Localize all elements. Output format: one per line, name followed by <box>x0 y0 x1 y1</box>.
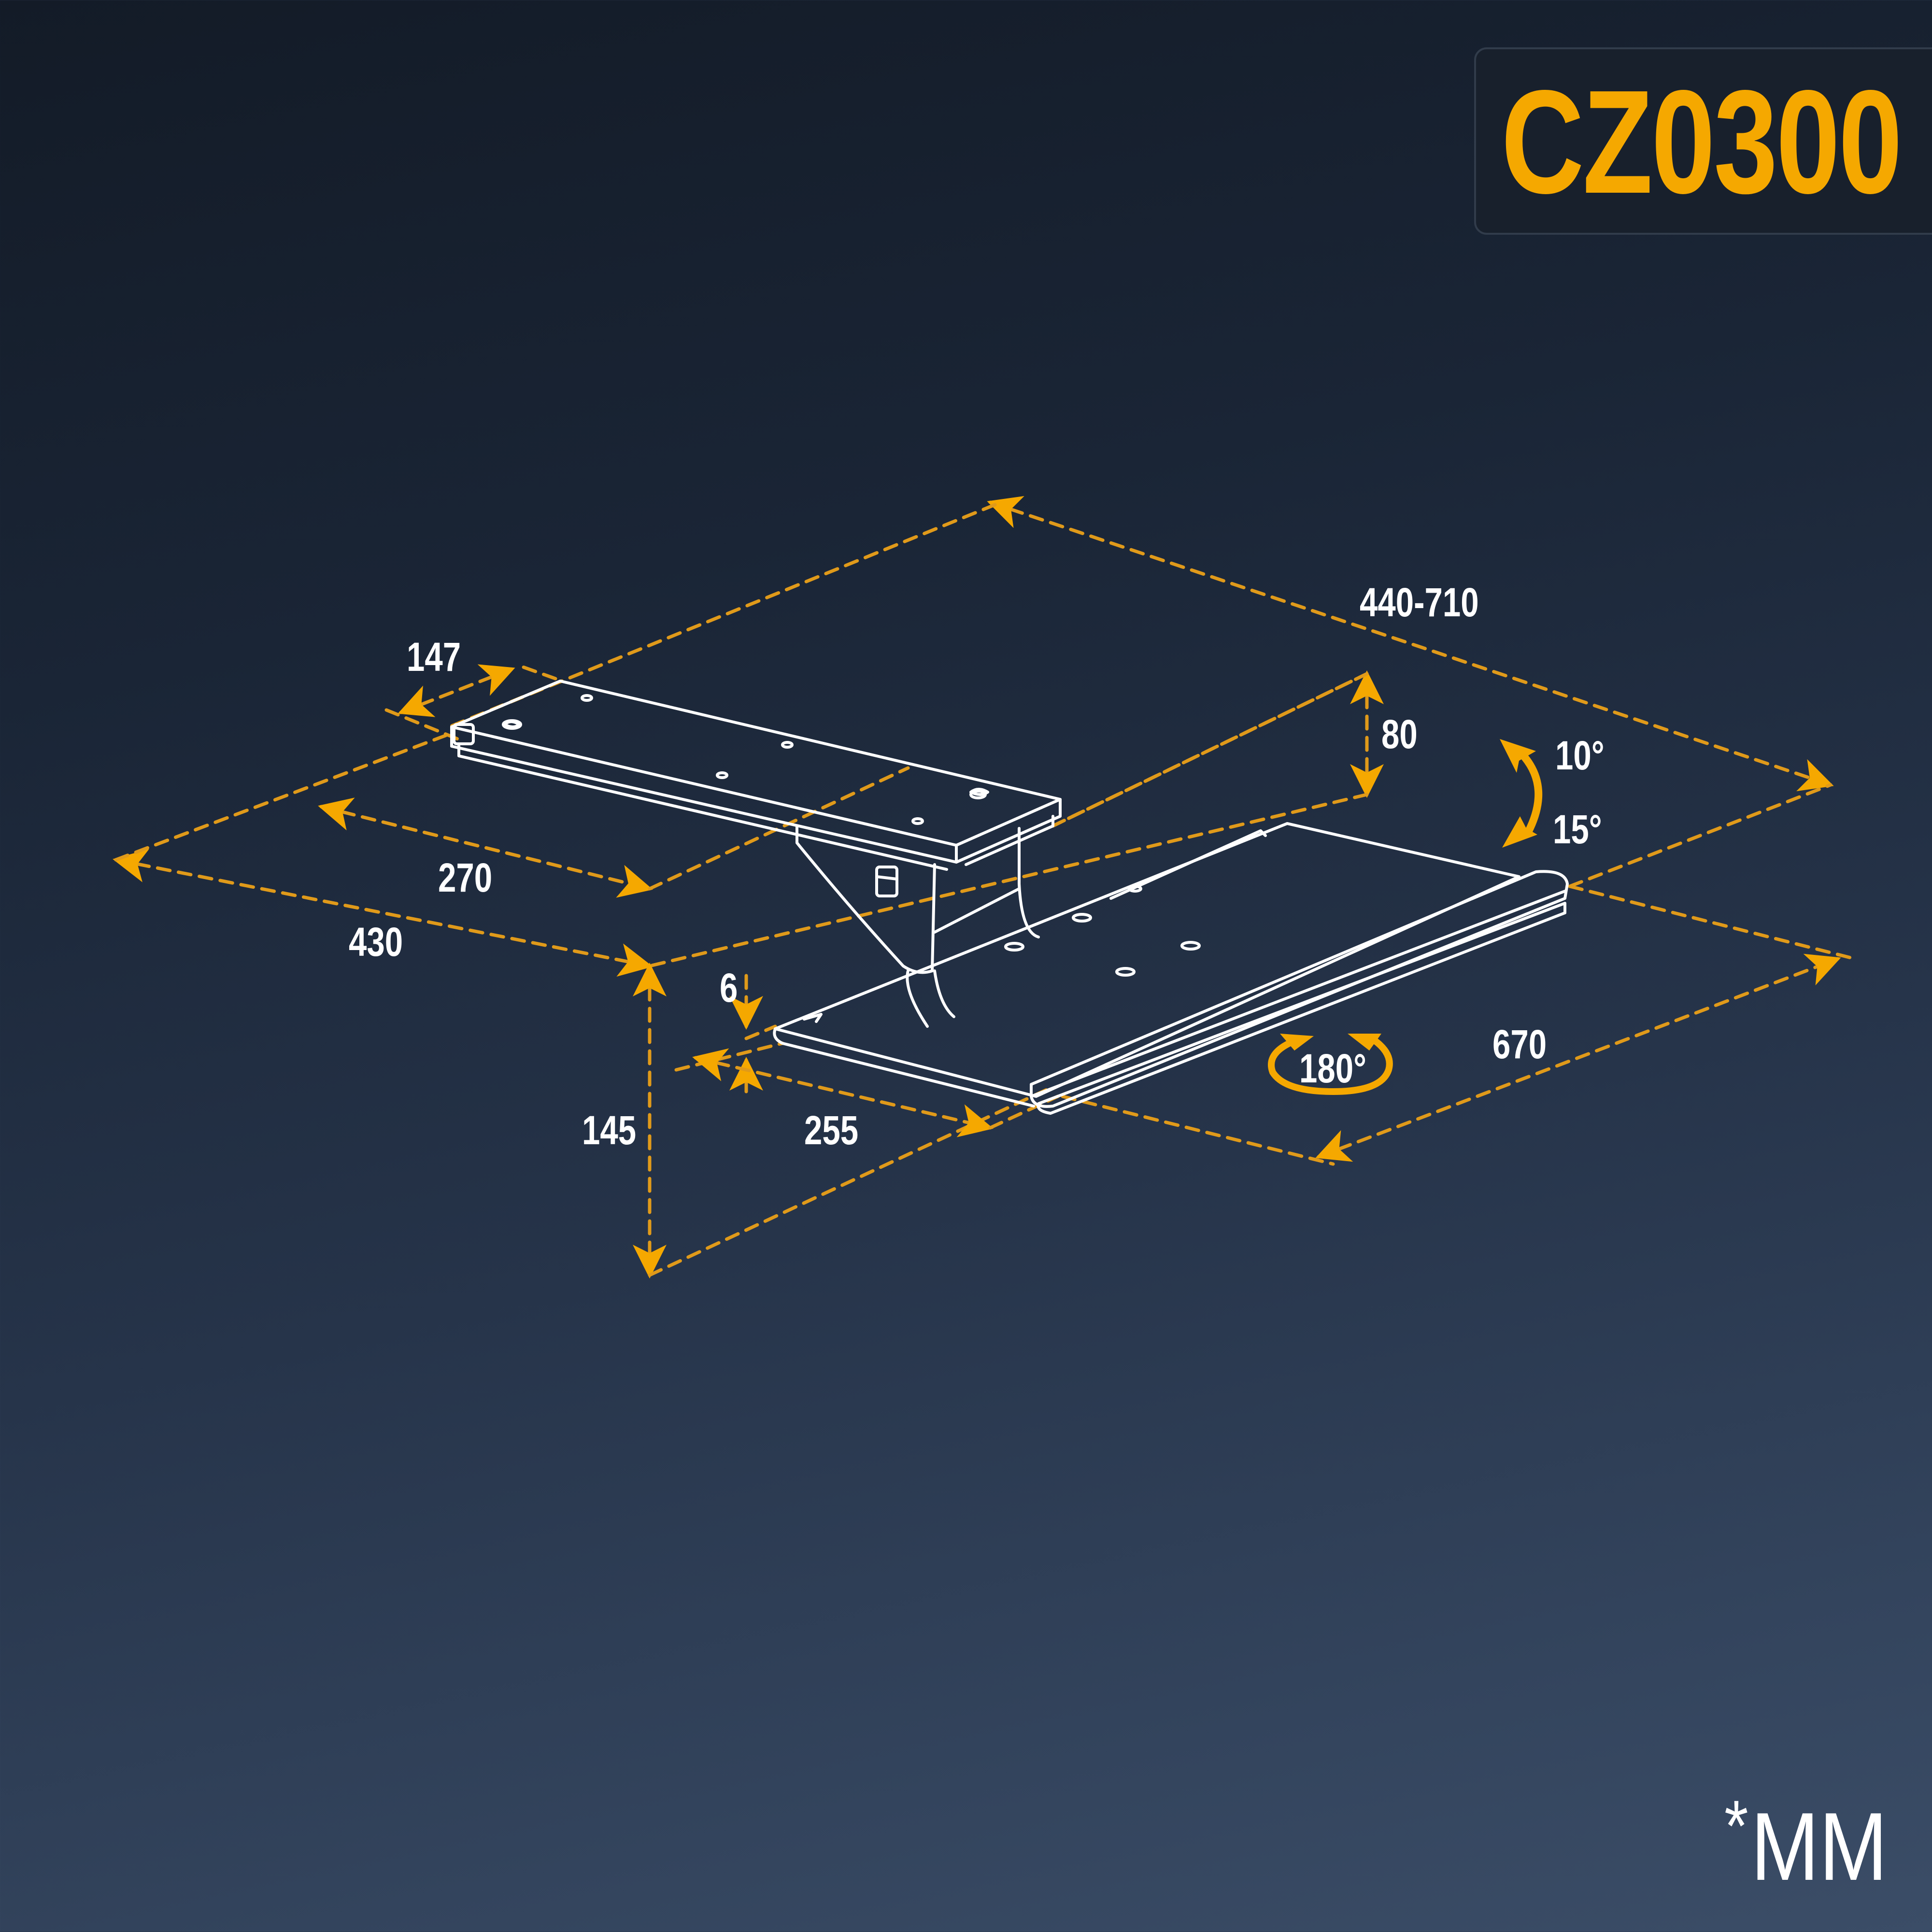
dim-label-670: 670 <box>1492 1022 1547 1067</box>
dimension-lines <box>113 496 1857 1279</box>
dim-label-147: 147 <box>407 634 461 680</box>
dim-label-6: 6 <box>720 965 738 1010</box>
unit-note: *MM <box>1724 1777 1888 1895</box>
model-number: CZ0300 <box>1501 59 1903 224</box>
unit-asterisk: * <box>1724 1785 1748 1866</box>
dim-label-180-degrees: 180° <box>1299 1046 1366 1091</box>
dim-line-147 <box>398 664 515 717</box>
dim-line-430 <box>113 849 653 977</box>
rotate-180-arrow-icon <box>1268 1034 1393 1095</box>
tilt-arc-arrow-icon <box>1500 739 1543 848</box>
dim-line-670 <box>1315 953 1841 1162</box>
dim-label-10-degrees: 10° <box>1555 733 1605 778</box>
dim-label-440-710: 440-710 <box>1360 580 1479 625</box>
dim-line-255 <box>692 1048 994 1137</box>
dim-label-430: 430 <box>349 919 403 965</box>
dim-label-145: 145 <box>582 1108 637 1153</box>
tilt-knob <box>875 866 898 897</box>
dim-line-440-710 <box>987 496 1834 792</box>
dim-label-270: 270 <box>438 855 493 900</box>
dim-label-15-degrees: 15° <box>1553 807 1602 852</box>
keyboard-tray <box>773 822 1569 1115</box>
dim-label-255: 255 <box>804 1108 859 1153</box>
articulating-arm <box>796 824 1040 1028</box>
dim-line-270 <box>318 797 653 898</box>
model-badge: CZ0300 <box>1474 47 1932 235</box>
unit-label: MM <box>1750 1793 1888 1901</box>
mounting-rail <box>450 680 1062 871</box>
dim-label-80: 80 <box>1381 711 1418 757</box>
